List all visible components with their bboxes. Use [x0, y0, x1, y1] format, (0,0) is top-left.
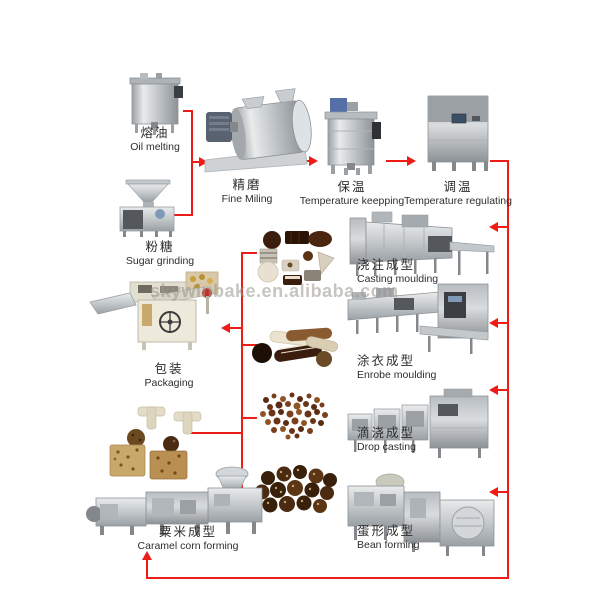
enrobe-label-zh: 涂衣成型: [357, 354, 416, 368]
chocolate-beans-image: [254, 465, 337, 513]
caramel-corn-label: 粟米成型 Caramel corn forming: [138, 525, 239, 552]
flow-arrowheads: [142, 156, 498, 560]
enrobed-bars-image: [252, 327, 339, 367]
bean-forming-label-en: Bean forming: [357, 539, 420, 552]
fine-milling-label-zh: 精磨: [232, 178, 262, 192]
oil-melting-machine-image: [129, 73, 183, 135]
sugar-grinding-machine-image: [119, 179, 175, 237]
drop-casting-label-en: Drop casting: [357, 441, 416, 454]
sugar-grinding-label-en: Sugar grinding: [125, 255, 195, 268]
temp-keeping-label-zh: 保温: [337, 180, 367, 194]
drop-casting-machine-image: [347, 388, 489, 458]
bean-forming-label-zh: 蛋形成型: [357, 524, 416, 538]
caramel-corn-machine-image: [86, 466, 263, 535]
packaging-label: 包装 Packaging: [144, 362, 193, 389]
caramel-corn-label-zh: 粟米成型: [158, 525, 218, 539]
flow-main-rail: [146, 160, 509, 579]
fine-milling-label-en: Fine Miling: [221, 193, 273, 206]
packaging-machine-image: [89, 271, 219, 350]
bean-forming-machine-image: [347, 473, 495, 556]
casting-label-zh: 浇注成型: [357, 258, 416, 272]
sugar-grinding-label: 粉糖 Sugar grinding: [126, 240, 194, 267]
caramel-corn-label-en: Caramel corn forming: [137, 540, 239, 553]
chocolate-drops-image: [260, 392, 328, 440]
temp-regulating-machine-image: [427, 95, 489, 171]
enrobe-label: 涂衣成型 Enrobe moulding: [357, 354, 436, 381]
bean-forming-label: 蛋形成型 Bean forming: [357, 524, 419, 551]
casting-machine-image: [349, 211, 495, 276]
casting-label-en: Casting moulding: [357, 273, 439, 286]
enrobe-label-en: Enrobe moulding: [357, 369, 437, 382]
drop-casting-label-zh: 滴浇成型: [357, 426, 416, 440]
temp-keeping-machine-image: [324, 98, 381, 175]
caramel-corn-products-image: [109, 406, 202, 480]
watermark: skywinbake.en.alibaba.com: [150, 281, 399, 301]
packaging-label-en: Packaging: [144, 377, 194, 390]
oil-melting-label: 熔油 Oil melting: [130, 126, 180, 153]
fine-milling-machine-image: [204, 88, 312, 173]
temp-regulating-label-zh: 调温: [443, 180, 473, 194]
assorted-chocolates-image: [257, 231, 335, 285]
casting-label: 浇注成型 Casting moulding: [357, 258, 438, 285]
sugar-grinding-label-zh: 粉糖: [145, 240, 175, 254]
temp-keeping-label-en: Temperature keepping: [299, 195, 405, 208]
packaging-label-zh: 包装: [154, 362, 184, 376]
enrobe-machine-image: [347, 283, 489, 354]
oil-melting-label-en: Oil melting: [130, 141, 180, 154]
oil-melting-label-zh: 熔油: [140, 126, 170, 140]
fine-milling-label: 精磨 Fine Miling: [222, 178, 273, 205]
temp-regulating-label-en: Temperature regulating: [404, 195, 512, 208]
temp-keeping-label: 保温 Temperature keepping: [300, 180, 404, 207]
temp-regulating-label: 调温 Temperature regulating: [404, 180, 512, 207]
drop-casting-label: 滴浇成型 Drop casting: [357, 426, 416, 453]
